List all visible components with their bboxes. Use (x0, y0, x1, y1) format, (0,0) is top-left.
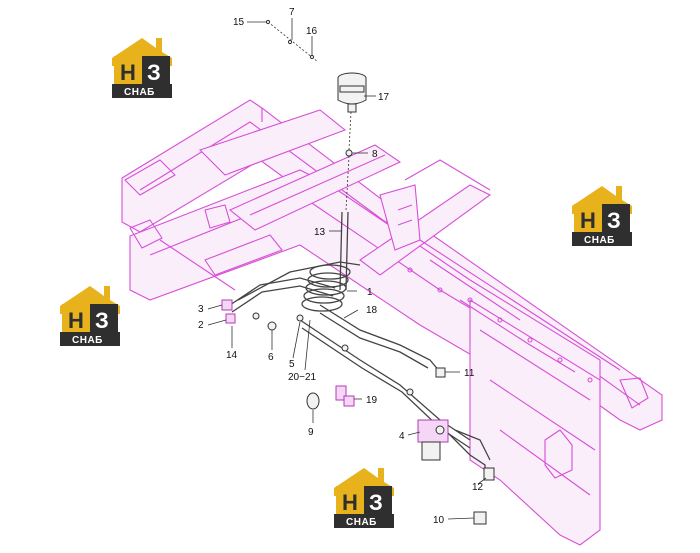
callout-4: 4 (399, 431, 405, 442)
callout-18: 18 (366, 305, 378, 316)
callout-leaders (207, 18, 487, 520)
callout-19: 19 (366, 395, 378, 406)
callout-17: 17 (378, 92, 390, 103)
svg-text:Н: Н (68, 308, 84, 333)
callout-16: 16 (306, 26, 318, 37)
callout-7: 7 (289, 7, 295, 18)
watermark-logo-2: Н З СНАБ (572, 186, 632, 246)
callout-2: 2 (198, 320, 204, 331)
svg-text:З: З (369, 490, 383, 515)
svg-text:СНАБ: СНАБ (584, 235, 615, 246)
watermark-logo-1: Н З СНАБ (112, 38, 172, 98)
callout-3: 3 (198, 304, 204, 315)
callout-1: 1 (367, 287, 373, 298)
svg-text:З: З (607, 208, 621, 233)
callout-10: 10 (433, 515, 445, 526)
callout-11: 11 (464, 368, 475, 379)
svg-text:СНАБ: СНАБ (72, 335, 103, 346)
callout-6: 6 (268, 352, 274, 363)
callout-numbers: 15 7 16 17 8 13 1 18 3 2 14 6 5 20−21 11… (198, 7, 484, 526)
hydraulic-parts (221, 19, 495, 525)
callout-8: 8 (372, 149, 378, 160)
callout-12: 12 (472, 482, 484, 493)
chassis-frame (121, 99, 663, 546)
svg-text:Н: Н (120, 60, 136, 85)
svg-text:Н: Н (580, 208, 596, 233)
svg-text:СНАБ: СНАБ (124, 87, 155, 98)
callout-5: 5 (289, 359, 295, 370)
callout-15: 15 (233, 17, 245, 28)
callout-14: 14 (226, 350, 238, 361)
svg-text:СНАБ: СНАБ (346, 517, 377, 528)
watermark-logo-3: Н З СНАБ (60, 286, 120, 346)
valve-block (417, 419, 449, 461)
reservoir-tank (337, 72, 367, 113)
callout-9: 9 (308, 427, 314, 438)
callout-20-21: 20−21 (288, 372, 317, 383)
callout-13: 13 (314, 227, 326, 238)
watermark-logo-4: Н З СНАБ (334, 468, 394, 528)
svg-text:З: З (147, 60, 161, 85)
svg-text:Н: Н (342, 490, 358, 515)
svg-text:З: З (95, 308, 109, 333)
